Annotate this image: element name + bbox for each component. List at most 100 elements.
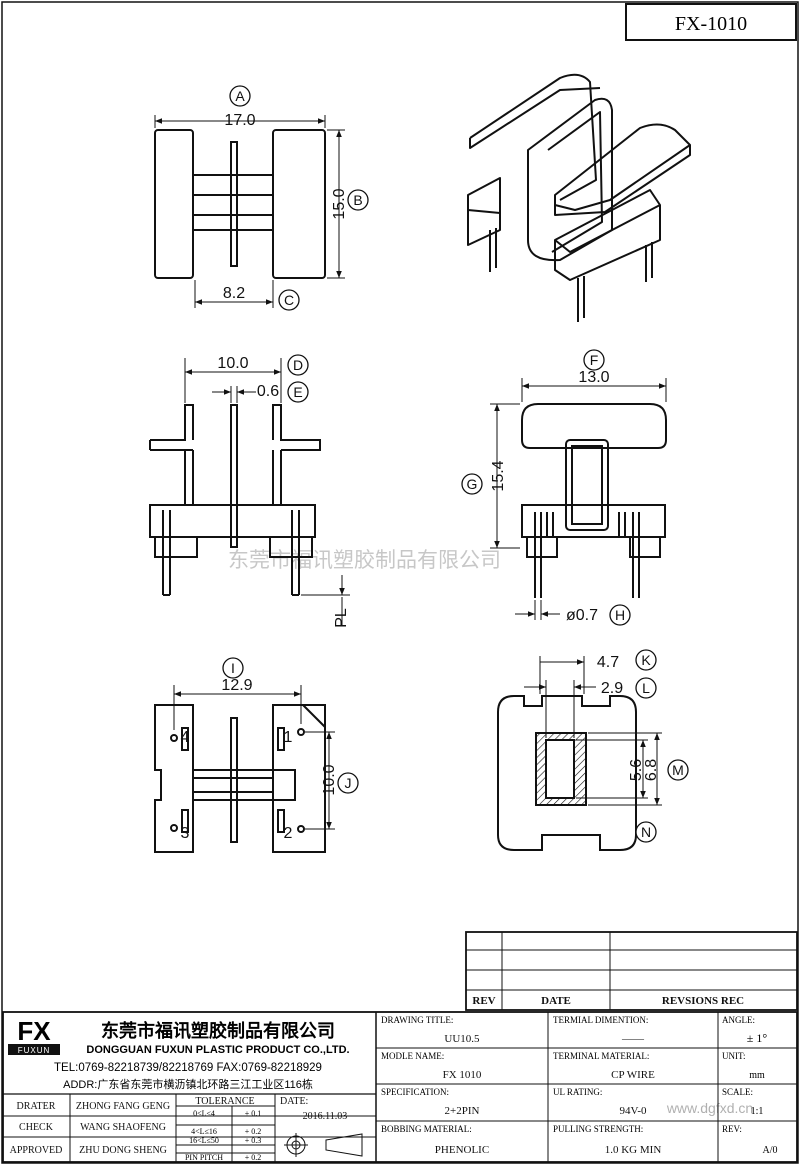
isometric-view <box>467 73 691 322</box>
dim-g-letter: G <box>467 476 478 492</box>
watermark-text: 东莞市福讯塑胶制品有限公司 <box>228 549 501 572</box>
rev-header: REV <box>472 995 495 1007</box>
ul-rating-value: 94V-0 <box>619 1105 647 1117</box>
company-name-cn: 东莞市福讯塑胶制品有限公司 <box>101 1020 335 1041</box>
dim-f: 13.0 F <box>521 349 667 402</box>
pin-2-label: 2 <box>284 825 293 842</box>
drawing-title-value: UU10.5 <box>444 1033 480 1045</box>
approved-value: ZHU DONG SHENG <box>79 1145 167 1156</box>
date-value: 2016.11.03 <box>303 1111 348 1122</box>
terminal-dimention-label: TERMIAL DIMENTION: <box>553 1015 648 1025</box>
dim-i-letter: I <box>231 660 235 676</box>
part-number: FX-1010 <box>675 13 747 35</box>
dim-m-value: 5.6 <box>628 759 645 781</box>
dim-b-value: 15.0 <box>331 188 348 219</box>
drater-label: DRATER <box>17 1101 56 1112</box>
angle-value: ± 1° <box>747 1031 768 1045</box>
tolerance-range-3: 16<L≤50 <box>189 1136 219 1145</box>
unit-label: UNIT: <box>722 1051 746 1061</box>
unit-value: mm <box>749 1070 765 1081</box>
dim-k-value: 4.7 <box>597 654 619 671</box>
tolerance-value-4: + 0.2 <box>245 1153 262 1162</box>
bottom-view <box>154 704 326 853</box>
check-label: CHECK <box>19 1122 54 1133</box>
dim-l-letter: L <box>642 680 650 696</box>
dim-c-letter: C <box>284 292 294 308</box>
part-number-box: FX-1010 <box>625 3 797 41</box>
dim-n: N <box>635 821 657 843</box>
dim-e: 0.6 E <box>212 381 309 403</box>
scale-label: SCALE: <box>722 1087 753 1097</box>
company-logo: FX <box>17 1016 51 1046</box>
tolerance-range-4: PIN PITCH <box>185 1153 223 1162</box>
angle-label: ANGLE: <box>722 1015 755 1025</box>
dim-b: 15.0 B <box>327 129 369 279</box>
dim-l: 2.9 L <box>524 677 657 738</box>
date-header: DATE <box>541 995 571 1007</box>
dim-pl: PL <box>301 575 350 628</box>
company-logo-sub: FUXUN <box>18 1046 51 1055</box>
dim-f-letter: F <box>590 352 599 368</box>
projection-symbol <box>284 1133 363 1157</box>
pulling-strength-label: PULLING STRENGTH: <box>553 1124 643 1134</box>
model-name-value: FX 1010 <box>443 1069 482 1081</box>
check-value: WANG SHAOFENG <box>80 1122 166 1133</box>
scale-value: 1:1 <box>751 1106 764 1117</box>
rev-value: A/0 <box>763 1145 778 1156</box>
tolerance-value-3: + 0.3 <box>245 1136 262 1145</box>
dim-e-value: 0.6 <box>257 383 279 400</box>
rev-label: REV: <box>722 1124 742 1134</box>
revision-table: REV DATE REVSIONS REC <box>465 931 798 1011</box>
side-view <box>521 403 667 598</box>
dim-c-value: 8.2 <box>223 285 245 302</box>
dim-a-letter: A <box>235 88 245 104</box>
drawing-title-label: DRAWING TITLE: <box>381 1015 453 1025</box>
dim-n-letter: N <box>641 824 651 840</box>
dim-h: ø0.7 H <box>515 600 631 626</box>
dim-j: 10.0 J <box>305 731 359 830</box>
revisions-header: REVSIONS REC <box>662 995 744 1007</box>
drater-value: ZHONG FANG GENG <box>76 1101 170 1112</box>
dim-m: 5.6 6.8 M <box>576 732 689 806</box>
date-label: DATE: <box>280 1096 308 1107</box>
dim-d: 10.0 D <box>184 354 309 403</box>
dim-d-letter: D <box>293 357 303 373</box>
pulling-strength-value: 1.0 KG MIN <box>605 1144 662 1156</box>
dim-a: 17.0 A <box>154 85 326 129</box>
dim-e-letter: E <box>293 384 302 400</box>
dim-k: 4.7 K <box>539 649 657 694</box>
dim-h-letter: H <box>615 607 625 623</box>
dim-k-letter: K <box>641 652 651 668</box>
dim-d-value: 10.0 <box>217 355 248 372</box>
dim-c: 8.2 C <box>194 280 300 311</box>
section-hatch <box>536 733 586 805</box>
tolerance-value-1: + 0.1 <box>245 1109 262 1118</box>
dim-f-value: 13.0 <box>578 369 609 386</box>
tolerance-range-2: 4<L≤16 <box>191 1127 217 1136</box>
dim-i: 12.9 I <box>173 657 302 730</box>
front-view <box>149 404 321 596</box>
tolerance-label: TOLERANCE <box>195 1096 254 1107</box>
dim-m-letter: M <box>672 762 684 778</box>
approved-label: APPROVED <box>10 1145 63 1156</box>
tolerance-range-1: 0<L≤4 <box>193 1109 215 1118</box>
dim-b-letter: B <box>353 192 362 208</box>
dim-pl-label: PL <box>333 608 350 628</box>
bobbin-material-value: PHENOLIC <box>435 1144 489 1156</box>
specification-label: SPECIFICATION: <box>381 1087 449 1097</box>
tolerance-value-2: + 0.2 <box>245 1127 262 1136</box>
pin-labels: 4 3 1 2 <box>181 729 293 842</box>
pin-3-label: 3 <box>181 825 190 842</box>
watermark: 东莞市福讯塑胶制品有限公司 www.dgfxd.cn <box>228 549 753 1116</box>
dim-g: 15.4 G <box>461 403 520 549</box>
company-address: ADDR:广东省东莞市横沥镇北环路三江工业区116栋 <box>63 1077 313 1091</box>
section-view <box>497 695 637 851</box>
pin-4-label: 4 <box>181 729 190 746</box>
dim-h-value: ø0.7 <box>566 607 598 624</box>
bobbin-material-label: BOBBING MATERIAL: <box>381 1124 472 1134</box>
dim-a-value: 17.0 <box>224 112 255 129</box>
dim-j-value: 10.0 <box>321 764 338 795</box>
